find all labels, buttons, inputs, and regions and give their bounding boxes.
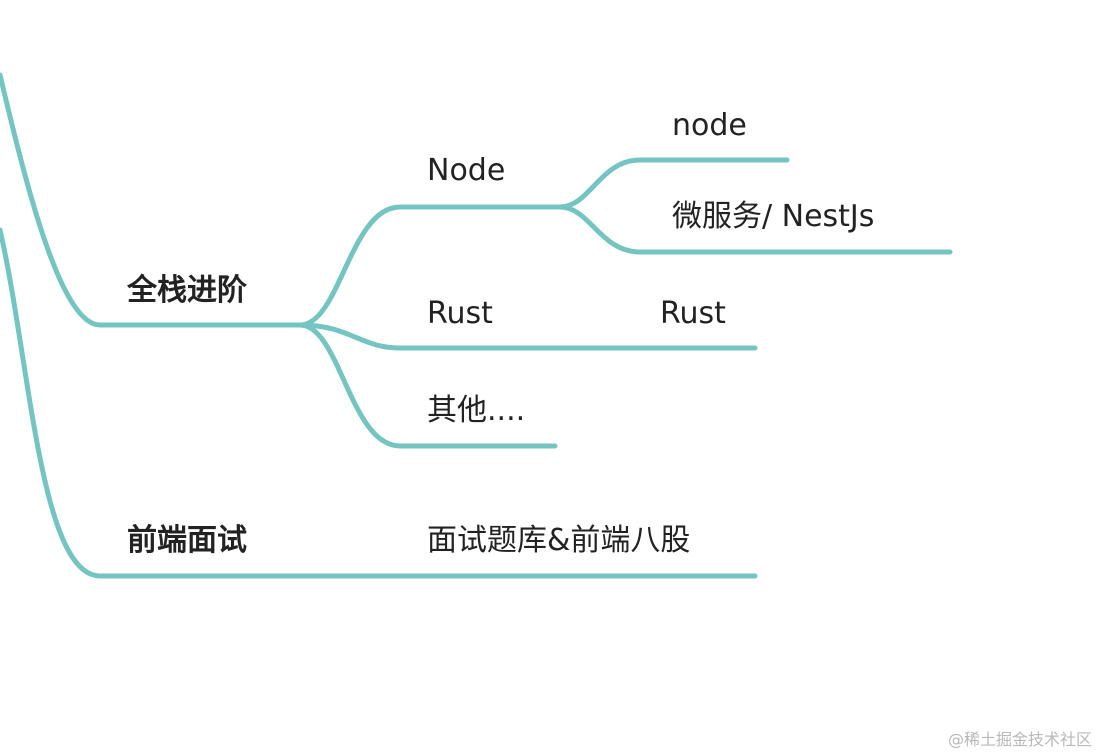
leaf-label-node[interactable]: node (672, 108, 747, 143)
node-label-rust[interactable]: Rust (427, 296, 493, 331)
connector-root-to-interview (0, 227, 758, 579)
node-label-node[interactable]: Node (427, 153, 506, 188)
branch-label-fullstack[interactable]: 全栈进阶 (127, 273, 247, 308)
leaf-label-nestjs[interactable]: 微服务/ NestJs (672, 199, 875, 234)
connector-node-to-nestjs-leaf (557, 204, 953, 255)
connector-fullstack-to-rust (297, 322, 758, 351)
node-label-others[interactable]: 其他.... (427, 393, 526, 428)
watermark-text: @稀土掘金技术社区 (947, 730, 1092, 749)
connector-fullstack-to-node (297, 204, 563, 328)
leaf-label-rust[interactable]: Rust (660, 296, 726, 331)
branch-label-interview[interactable]: 前端面试 (127, 523, 247, 558)
leaf-label-interview-bank[interactable]: 面试题库&前端八股 (427, 523, 691, 558)
connector-node-to-node-leaf (557, 157, 790, 210)
connector-root-to-fullstack (0, 72, 303, 328)
connector-fullstack-to-others (297, 322, 558, 449)
